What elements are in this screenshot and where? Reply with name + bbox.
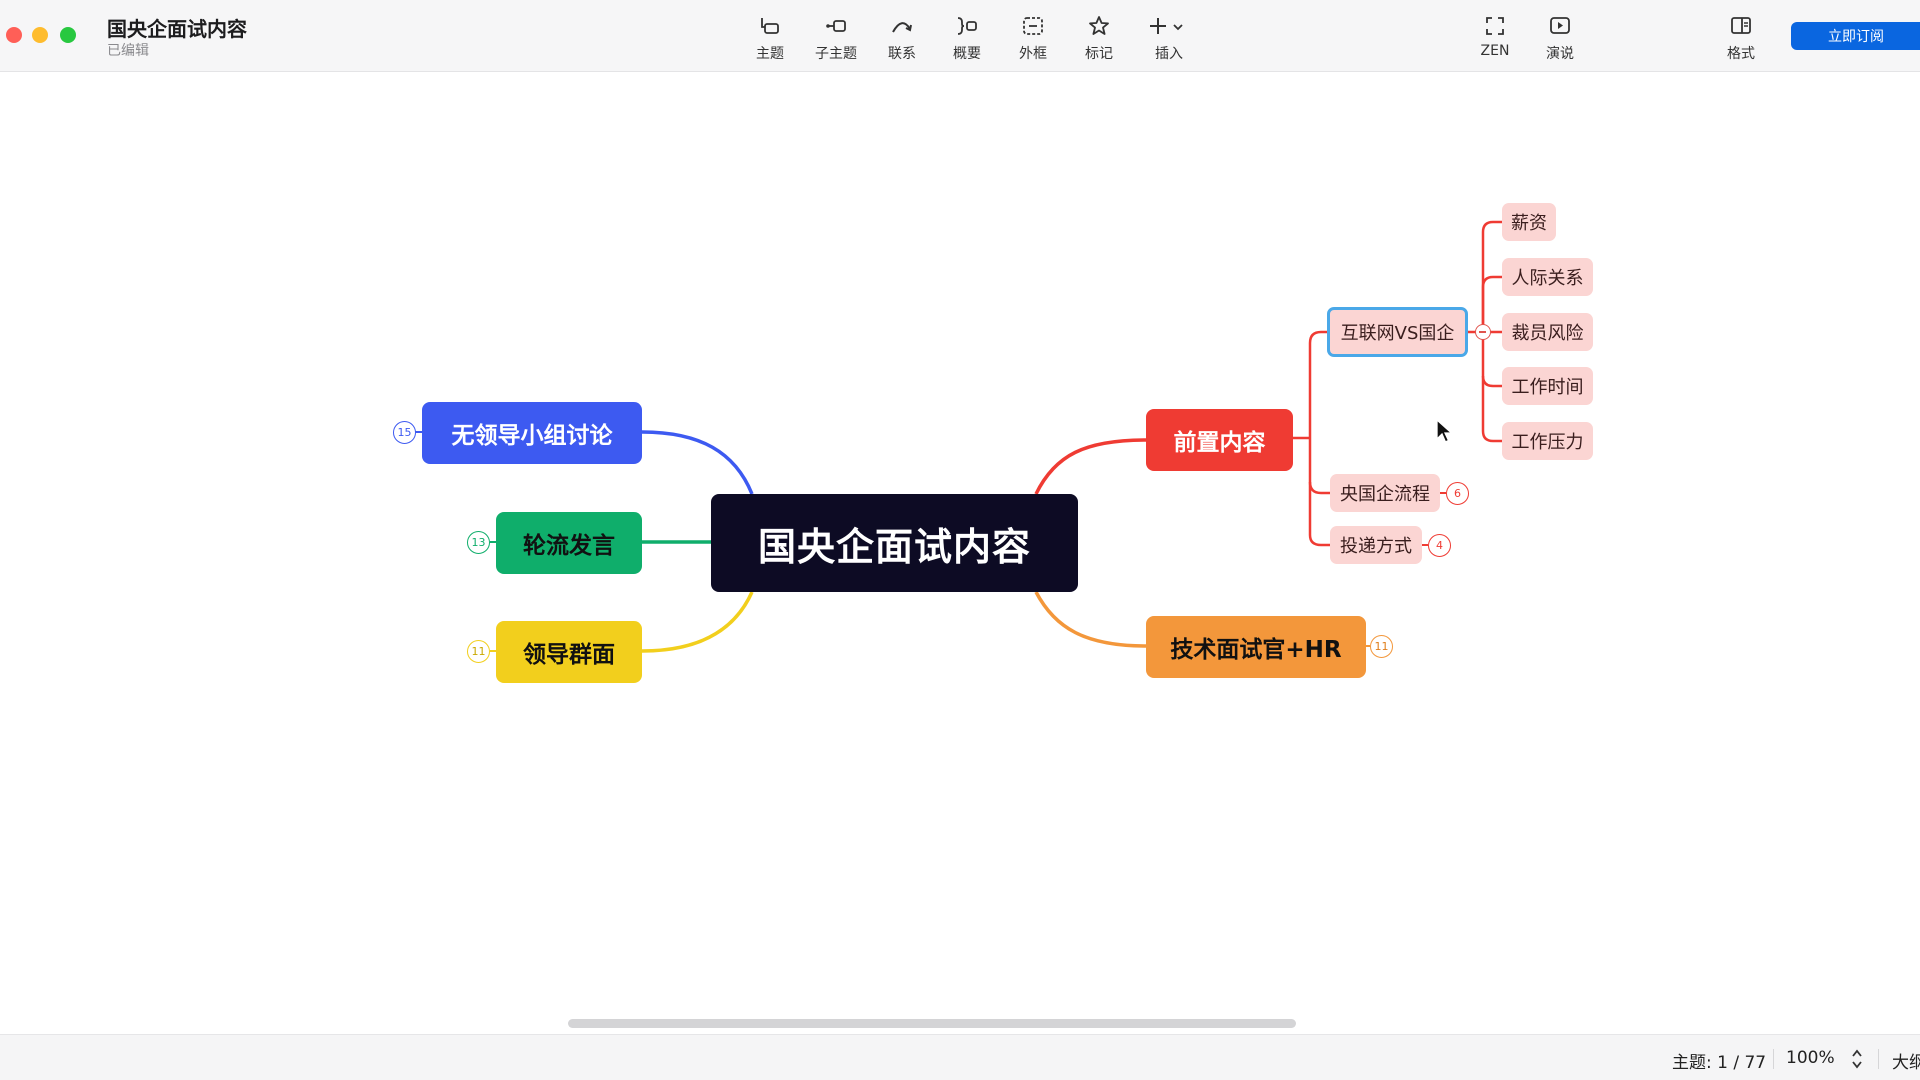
zoom-level[interactable]: 100% bbox=[1786, 1048, 1835, 1068]
relationship-tool-button[interactable]: 联系 bbox=[867, 10, 937, 64]
subtopic-icon bbox=[826, 20, 846, 32]
connector-left-3 bbox=[641, 591, 754, 653]
main-topic-leader-group-interview[interactable]: 领导群面 bbox=[496, 621, 642, 683]
sidebar-panel-icon bbox=[1731, 17, 1751, 34]
marker-tool-button[interactable]: 标记 bbox=[1064, 10, 1134, 64]
connector-compare-2 bbox=[1481, 275, 1502, 332]
main-topic-leaderless-discussion[interactable]: 无领导小组讨论 bbox=[422, 402, 642, 464]
outline-button[interactable]: 大纲 bbox=[1892, 1053, 1920, 1073]
title-bar: 国央企面试内容 已编辑 主题 子主题 联系 bbox=[0, 0, 1920, 72]
connector-right-1 bbox=[1034, 438, 1147, 495]
fullscreen-icon bbox=[1486, 17, 1504, 35]
format-panel-button[interactable]: 格式 bbox=[1706, 10, 1776, 64]
relationship-curve-icon bbox=[892, 22, 912, 33]
collapsed-count-badge[interactable]: 11 bbox=[467, 640, 490, 663]
relationship-tool-label: 联系 bbox=[888, 46, 916, 62]
connector-qianzhi-1 bbox=[1308, 330, 1327, 438]
subtopic-relationships[interactable]: 人际关系 bbox=[1502, 258, 1593, 296]
play-screen-icon bbox=[1550, 17, 1570, 34]
collapsed-count-badge[interactable]: 11 bbox=[1370, 635, 1393, 658]
main-topic-tech-interviewer-hr[interactable]: 技术面试官+HR bbox=[1146, 616, 1366, 678]
main-topic-round-speech[interactable]: 轮流发言 bbox=[496, 512, 642, 574]
subtopic-application-method[interactable]: 投递方式 bbox=[1330, 526, 1422, 564]
root-topic[interactable]: 国央企面试内容 bbox=[711, 494, 1078, 592]
window-maximize-button[interactable] bbox=[60, 27, 76, 43]
subtopic-internet-vs-soe[interactable]: 互联网VS国企 bbox=[1327, 307, 1468, 357]
status-divider bbox=[1878, 1049, 1879, 1069]
status-divider bbox=[1773, 1049, 1774, 1069]
connector-qianzhi-2 bbox=[1308, 438, 1330, 495]
status-bar: 主题: 1 / 77 100% 大纲 bbox=[0, 1034, 1920, 1080]
connector-compare-5 bbox=[1481, 376, 1502, 443]
document-status: 已编辑 bbox=[107, 43, 149, 59]
subtopic-work-hours[interactable]: 工作时间 bbox=[1502, 367, 1593, 405]
connector-compare-1 bbox=[1481, 220, 1502, 332]
window-close-button[interactable] bbox=[6, 27, 22, 43]
subscribe-button[interactable]: 立即订阅 bbox=[1791, 22, 1920, 50]
marker-tool-label: 标记 bbox=[1085, 46, 1113, 62]
document-title: 国央企面试内容 bbox=[107, 17, 247, 41]
collapsed-count-badge[interactable]: 13 bbox=[467, 531, 490, 554]
connector-right-2 bbox=[1034, 591, 1147, 648]
summary-tool-label: 概要 bbox=[953, 46, 981, 62]
plus-chevron-icon bbox=[1150, 18, 1183, 34]
topic-tool-label: 主题 bbox=[756, 46, 784, 62]
pitch-mode-label: 演说 bbox=[1546, 46, 1574, 62]
subtopic-soe-process[interactable]: 央国企流程 bbox=[1330, 474, 1440, 512]
insert-tool-button[interactable]: 插入 bbox=[1134, 10, 1204, 64]
summary-brace-icon bbox=[957, 17, 977, 35]
horizontal-scrollbar[interactable] bbox=[568, 1019, 1296, 1028]
format-panel-label: 格式 bbox=[1727, 46, 1755, 62]
boundary-icon bbox=[1023, 17, 1043, 35]
insert-tool-label: 插入 bbox=[1155, 46, 1183, 62]
zen-mode-label: ZEN bbox=[1480, 43, 1510, 59]
zoom-stepper-icon[interactable] bbox=[1850, 1048, 1864, 1070]
collapse-toggle[interactable] bbox=[1475, 324, 1491, 340]
boundary-tool-label: 外框 bbox=[1019, 46, 1047, 62]
window-minimize-button[interactable] bbox=[32, 27, 48, 43]
subtopic-tool-button[interactable]: 子主题 bbox=[801, 10, 871, 64]
topic-tool-button[interactable]: 主题 bbox=[735, 10, 805, 64]
collapsed-count-badge[interactable]: 4 bbox=[1428, 534, 1451, 557]
boundary-tool-button[interactable]: 外框 bbox=[998, 10, 1068, 64]
connector-left-1 bbox=[641, 430, 754, 495]
connector-qianzhi-3 bbox=[1308, 482, 1330, 547]
subtopic-work-pressure[interactable]: 工作压力 bbox=[1502, 422, 1593, 460]
subtopic-tool-label: 子主题 bbox=[815, 46, 857, 62]
topic-count: 主题: 1 / 77 bbox=[1672, 1053, 1767, 1073]
star-icon bbox=[1089, 16, 1109, 35]
main-topic-preliminary[interactable]: 前置内容 bbox=[1146, 409, 1293, 471]
collapsed-count-badge[interactable]: 15 bbox=[393, 421, 416, 444]
zen-mode-button[interactable]: ZEN bbox=[1460, 10, 1530, 64]
subtopic-layoff-risk[interactable]: 裁员风险 bbox=[1502, 313, 1593, 351]
topic-icon bbox=[761, 18, 779, 34]
subtopic-salary[interactable]: 薪资 bbox=[1502, 203, 1556, 241]
mouse-pointer-icon bbox=[1436, 418, 1453, 443]
pitch-mode-button[interactable]: 演说 bbox=[1525, 10, 1595, 64]
summary-tool-button[interactable]: 概要 bbox=[932, 10, 1002, 64]
connector-compare-4 bbox=[1481, 332, 1502, 388]
collapsed-count-badge[interactable]: 6 bbox=[1446, 482, 1469, 505]
